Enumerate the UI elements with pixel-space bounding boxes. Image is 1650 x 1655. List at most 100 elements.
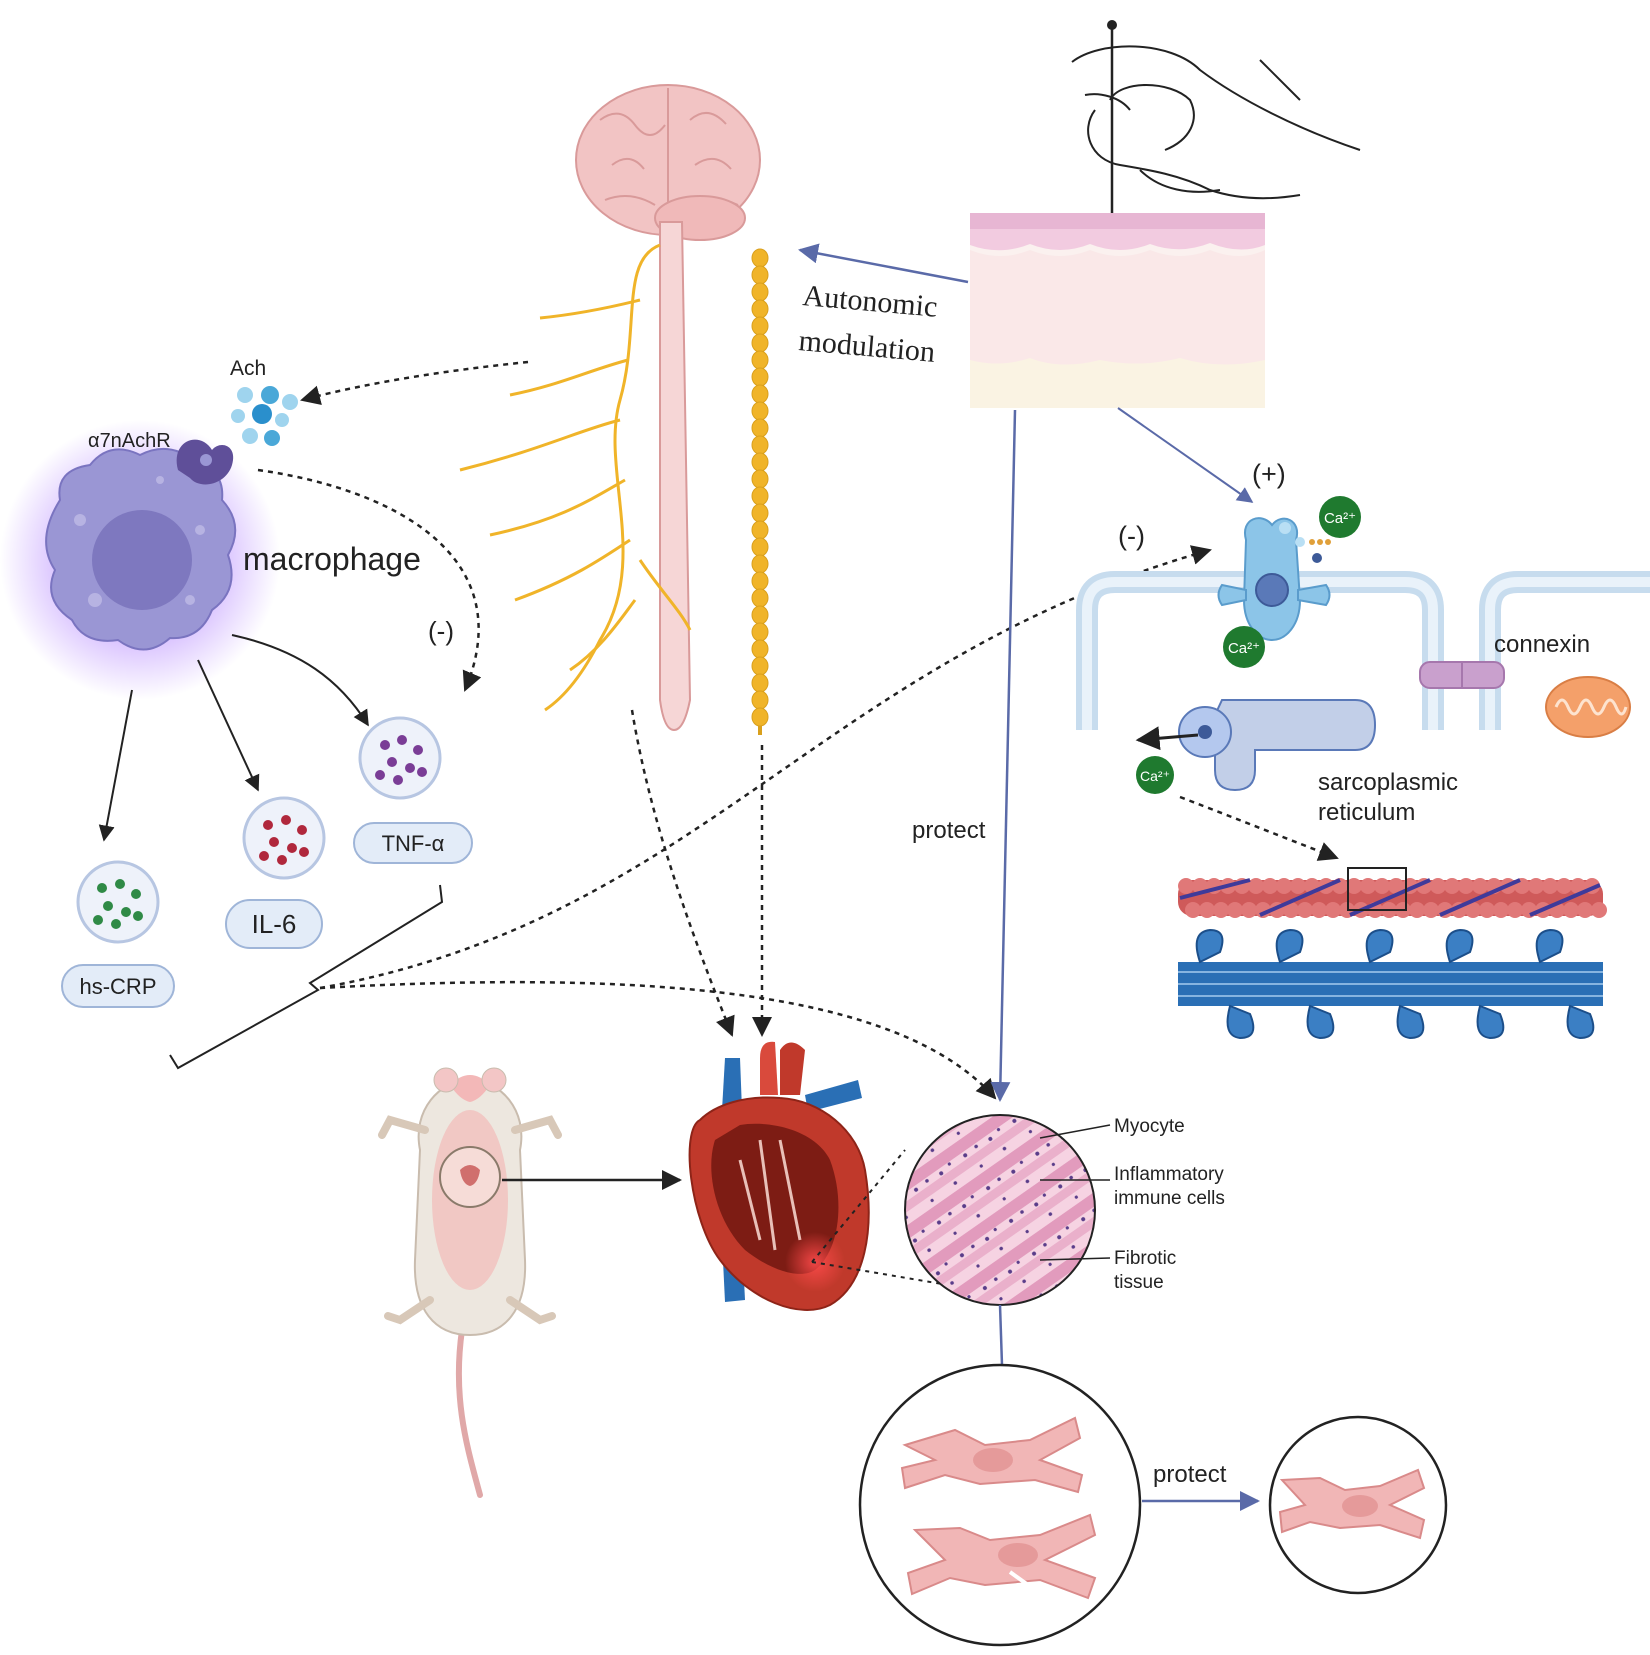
actin-bead [1556, 878, 1572, 894]
brain-icon [575, 84, 761, 241]
fibrotic-pointer [1039, 1257, 1111, 1261]
actin-bead [1241, 902, 1257, 918]
calcium-ion-2: Ca²⁺ [1223, 626, 1265, 668]
actin-bead [1283, 902, 1299, 918]
tnf-arrow [231, 634, 369, 727]
chain-bead [751, 248, 769, 268]
chain-bead [751, 367, 769, 387]
il6-badge [225, 899, 323, 949]
protect-vertical-arrow [990, 409, 1017, 1102]
plus-sign: (+) [1252, 459, 1286, 489]
fibrotic-label-line2: tissue [1114, 1272, 1164, 1293]
actin-bead [1178, 878, 1194, 894]
calcium-ion-1: Ca²⁺ [1319, 496, 1361, 538]
actin-bead [1521, 902, 1537, 918]
chain-bead [751, 554, 769, 574]
spinal-cord-icon [659, 221, 692, 732]
autonomic-arrow [798, 243, 969, 284]
actin-bead [1276, 878, 1292, 894]
actin-bead [1507, 902, 1523, 918]
sr-label-line1: sarcoplasmic [1318, 769, 1458, 796]
healthy-cardiomyocyte-icon [1268, 1415, 1448, 1595]
myosin-head [1365, 928, 1394, 964]
myosin-head [1195, 928, 1224, 964]
crp-arrow [98, 689, 133, 842]
connexin-icon [1419, 661, 1505, 689]
chain-bead [751, 333, 769, 353]
chain-bead [751, 265, 769, 285]
crp-badge [61, 964, 175, 1008]
myocyte-label: Myocyte [1114, 1116, 1185, 1137]
histology-icon [904, 1114, 1096, 1306]
actin-bead [1409, 902, 1425, 918]
heart-icon [688, 1041, 870, 1311]
sr-release-arrow [1135, 726, 1199, 751]
sarcoplasmic-reticulum-icon [1178, 699, 1377, 792]
actin-bead [1346, 878, 1362, 894]
macrophage-icon [0, 420, 280, 700]
chain-bead [751, 673, 769, 693]
myocyte-pointer [1039, 1124, 1111, 1139]
ach-label: Ach [230, 357, 266, 380]
il6-label: IL-6 [252, 909, 297, 939]
chain-bead [751, 588, 769, 608]
actin-bead [1472, 878, 1488, 894]
chain-bead [751, 571, 769, 591]
actin-bead [1458, 878, 1474, 894]
actin-bead [1542, 878, 1558, 894]
protect-vertical-label: protect [912, 817, 986, 844]
cytokine-to-channel-arrow [319, 545, 1212, 990]
myosin-head [1476, 1004, 1505, 1040]
chain-bead [751, 435, 769, 455]
actin-bead [1325, 902, 1341, 918]
receptor-label: α7nAchR [88, 430, 171, 452]
actin-bead [1297, 902, 1313, 918]
myosin-head [1275, 928, 1304, 964]
crp-label: hs-CRP [79, 974, 156, 999]
calcium-channel-icon [1217, 517, 1331, 642]
actin-bead [1591, 902, 1607, 918]
autonomic-label-line1: Autonomic [801, 279, 938, 324]
chain-bead [751, 605, 769, 625]
chain-bead [751, 350, 769, 370]
tnf-label: TNF-α [382, 831, 445, 856]
chain-bead [751, 452, 769, 472]
chain-bead [751, 384, 769, 404]
actin-bead [1570, 878, 1586, 894]
cytokine-bracket [169, 884, 444, 1070]
plus-arrow [1117, 407, 1254, 503]
myosin-head [1306, 1004, 1335, 1040]
macrophage-label: macrophage [243, 541, 421, 577]
actin-bead [1185, 902, 1201, 918]
actin-bead [1493, 902, 1509, 918]
chain-bead [751, 282, 769, 302]
chain-bead [751, 469, 769, 489]
chain-bead [751, 401, 769, 421]
inflammatory-label-line1: Inflammatory [1114, 1164, 1224, 1185]
actin-bead [1479, 902, 1495, 918]
mitochondrion-icon [1545, 676, 1631, 738]
tnf-vesicle-icon [358, 716, 442, 800]
inhibition-sign: (-) [428, 616, 454, 646]
actin-bead [1430, 878, 1446, 894]
tnf-badge [353, 822, 473, 864]
calcium-ion-3: Ca²⁺ [1136, 756, 1174, 794]
skin-layers-icon [970, 213, 1265, 408]
chain-bead [751, 418, 769, 438]
inflammatory-label-line2: immune cells [1114, 1188, 1225, 1209]
chain-bead [751, 622, 769, 642]
myosin-head [1226, 1004, 1255, 1040]
mouse-icon [378, 1067, 562, 1498]
actin-bead [1528, 878, 1544, 894]
actin-bead [1227, 902, 1243, 918]
cytokine-to-histology-arrow [319, 980, 997, 1100]
receptor-icon [176, 439, 234, 485]
protect-bottom-label: protect [1153, 1461, 1227, 1488]
svg-text:Ca²⁺: Ca²⁺ [1324, 510, 1356, 527]
actin-bead [1311, 902, 1327, 918]
chain-bead [751, 299, 769, 319]
chain-bead [751, 690, 769, 710]
actin-bead [1290, 878, 1306, 894]
autonomic-nerve-branches [459, 243, 692, 712]
